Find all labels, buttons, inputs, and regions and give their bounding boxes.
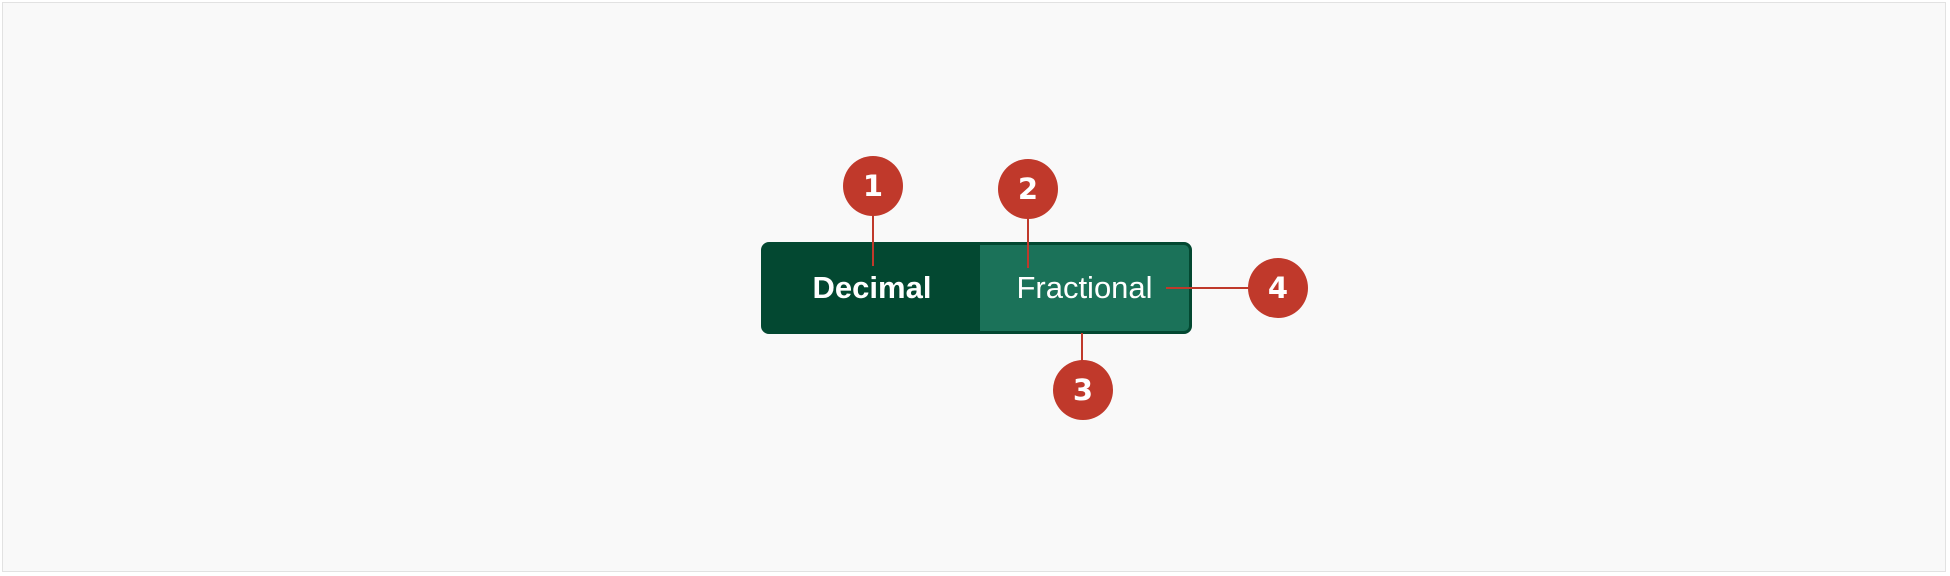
callout-2-marker: 2 [998, 159, 1058, 219]
segment-fractional[interactable]: Fractional [980, 245, 1189, 331]
callout-1-marker: 1 [843, 156, 903, 216]
callout-2-leader [1027, 218, 1029, 268]
callout-1-leader [872, 214, 874, 266]
callout-4-marker: 4 [1248, 258, 1308, 318]
callout-3-marker: 3 [1053, 360, 1113, 420]
callout-4-leader [1166, 287, 1250, 289]
callout-3-leader [1081, 333, 1083, 363]
segmented-toggle: Decimal Fractional [761, 242, 1192, 334]
